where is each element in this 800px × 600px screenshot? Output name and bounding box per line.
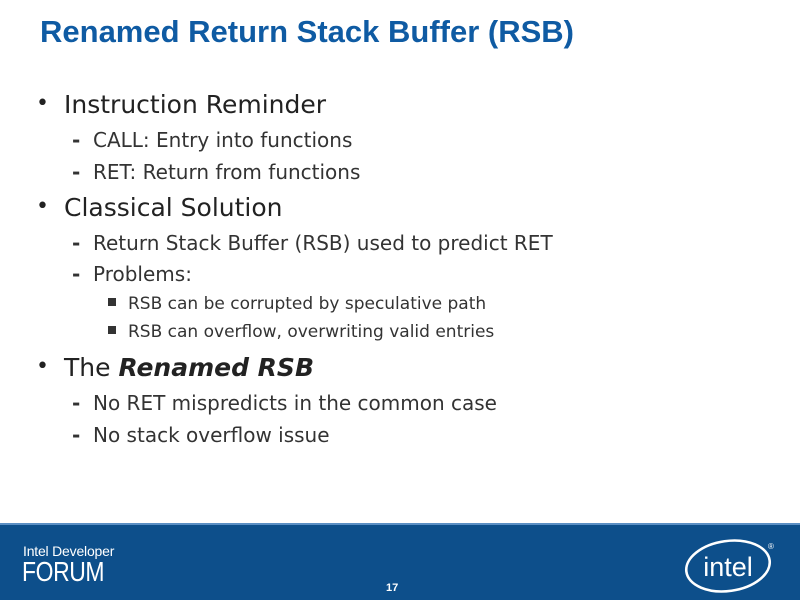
- sub-sub-bullet-text: RSB can be corrupted by speculative path: [128, 294, 487, 314]
- dash-marker: -: [72, 128, 81, 152]
- sub-bullet-rsb: -Return Stack Buffer (RSB) used to predi…: [72, 231, 553, 255]
- slide-content: •Instruction Reminder -CALL: Entry into …: [36, 90, 553, 447]
- footer-divider: [0, 523, 800, 525]
- sub-bullet-no-mispredicts: -No RET mispredicts in the common case: [72, 391, 497, 415]
- bullet-text: Classical Solution: [64, 193, 283, 222]
- page-number: 17: [386, 582, 399, 594]
- bullet-text-prefix: The: [64, 353, 119, 382]
- intel-logo-icon: intel ®: [684, 539, 774, 593]
- bullet-text-emphasis: Renamed RSB: [118, 353, 314, 382]
- dash-marker: -: [72, 391, 81, 415]
- bullet-classical-solution: • Classical Solution: [36, 193, 283, 222]
- sub-bullet-text: No stack overflow issue: [93, 423, 330, 447]
- sub-bullet-no-overflow: -No stack overflow issue: [72, 423, 330, 447]
- bullet-dot: •: [36, 91, 49, 116]
- sub-bullet-text: No RET mispredicts in the common case: [93, 391, 497, 415]
- sub-bullet-text: RET: Return from functions: [93, 160, 361, 184]
- sub-bullet-call: -CALL: Entry into functions: [72, 128, 352, 152]
- footer-bar: [0, 525, 800, 600]
- sub-sub-bullet-overflow: RSB can overflow, overwriting valid entr…: [108, 322, 494, 342]
- bullet-dot: •: [36, 194, 49, 219]
- bullet-instruction-reminder: • Instruction Reminder: [36, 90, 326, 119]
- forum-logo-line2: FORUM: [22, 556, 105, 587]
- sub-bullet-text: Problems:: [93, 262, 192, 286]
- registered-mark: ®: [768, 542, 774, 551]
- sub-bullet-text: CALL: Entry into functions: [93, 128, 353, 152]
- sub-bullet-text: Return Stack Buffer (RSB) used to predic…: [93, 231, 553, 255]
- square-bullet-icon: [108, 326, 116, 334]
- dash-marker: -: [72, 231, 81, 255]
- bullet-dot: •: [36, 354, 49, 379]
- bullet-text: Instruction Reminder: [64, 90, 327, 119]
- sub-sub-bullet-corrupted: RSB can be corrupted by speculative path: [108, 294, 486, 314]
- square-bullet-icon: [108, 298, 116, 306]
- intel-logo-text: intel: [703, 552, 753, 582]
- sub-bullet-problems: -Problems:: [72, 262, 192, 286]
- dash-marker: -: [72, 423, 81, 447]
- bullet-renamed-rsb: • The Renamed RSB: [36, 353, 314, 382]
- dash-marker: -: [72, 160, 81, 184]
- slide-title: Renamed Return Stack Buffer (RSB): [40, 14, 574, 49]
- sub-bullet-ret: -RET: Return from functions: [72, 160, 360, 184]
- dash-marker: -: [72, 262, 81, 286]
- forum-logo-line1: Intel Developer: [23, 543, 115, 559]
- sub-sub-bullet-text: RSB can overflow, overwriting valid entr…: [128, 322, 495, 342]
